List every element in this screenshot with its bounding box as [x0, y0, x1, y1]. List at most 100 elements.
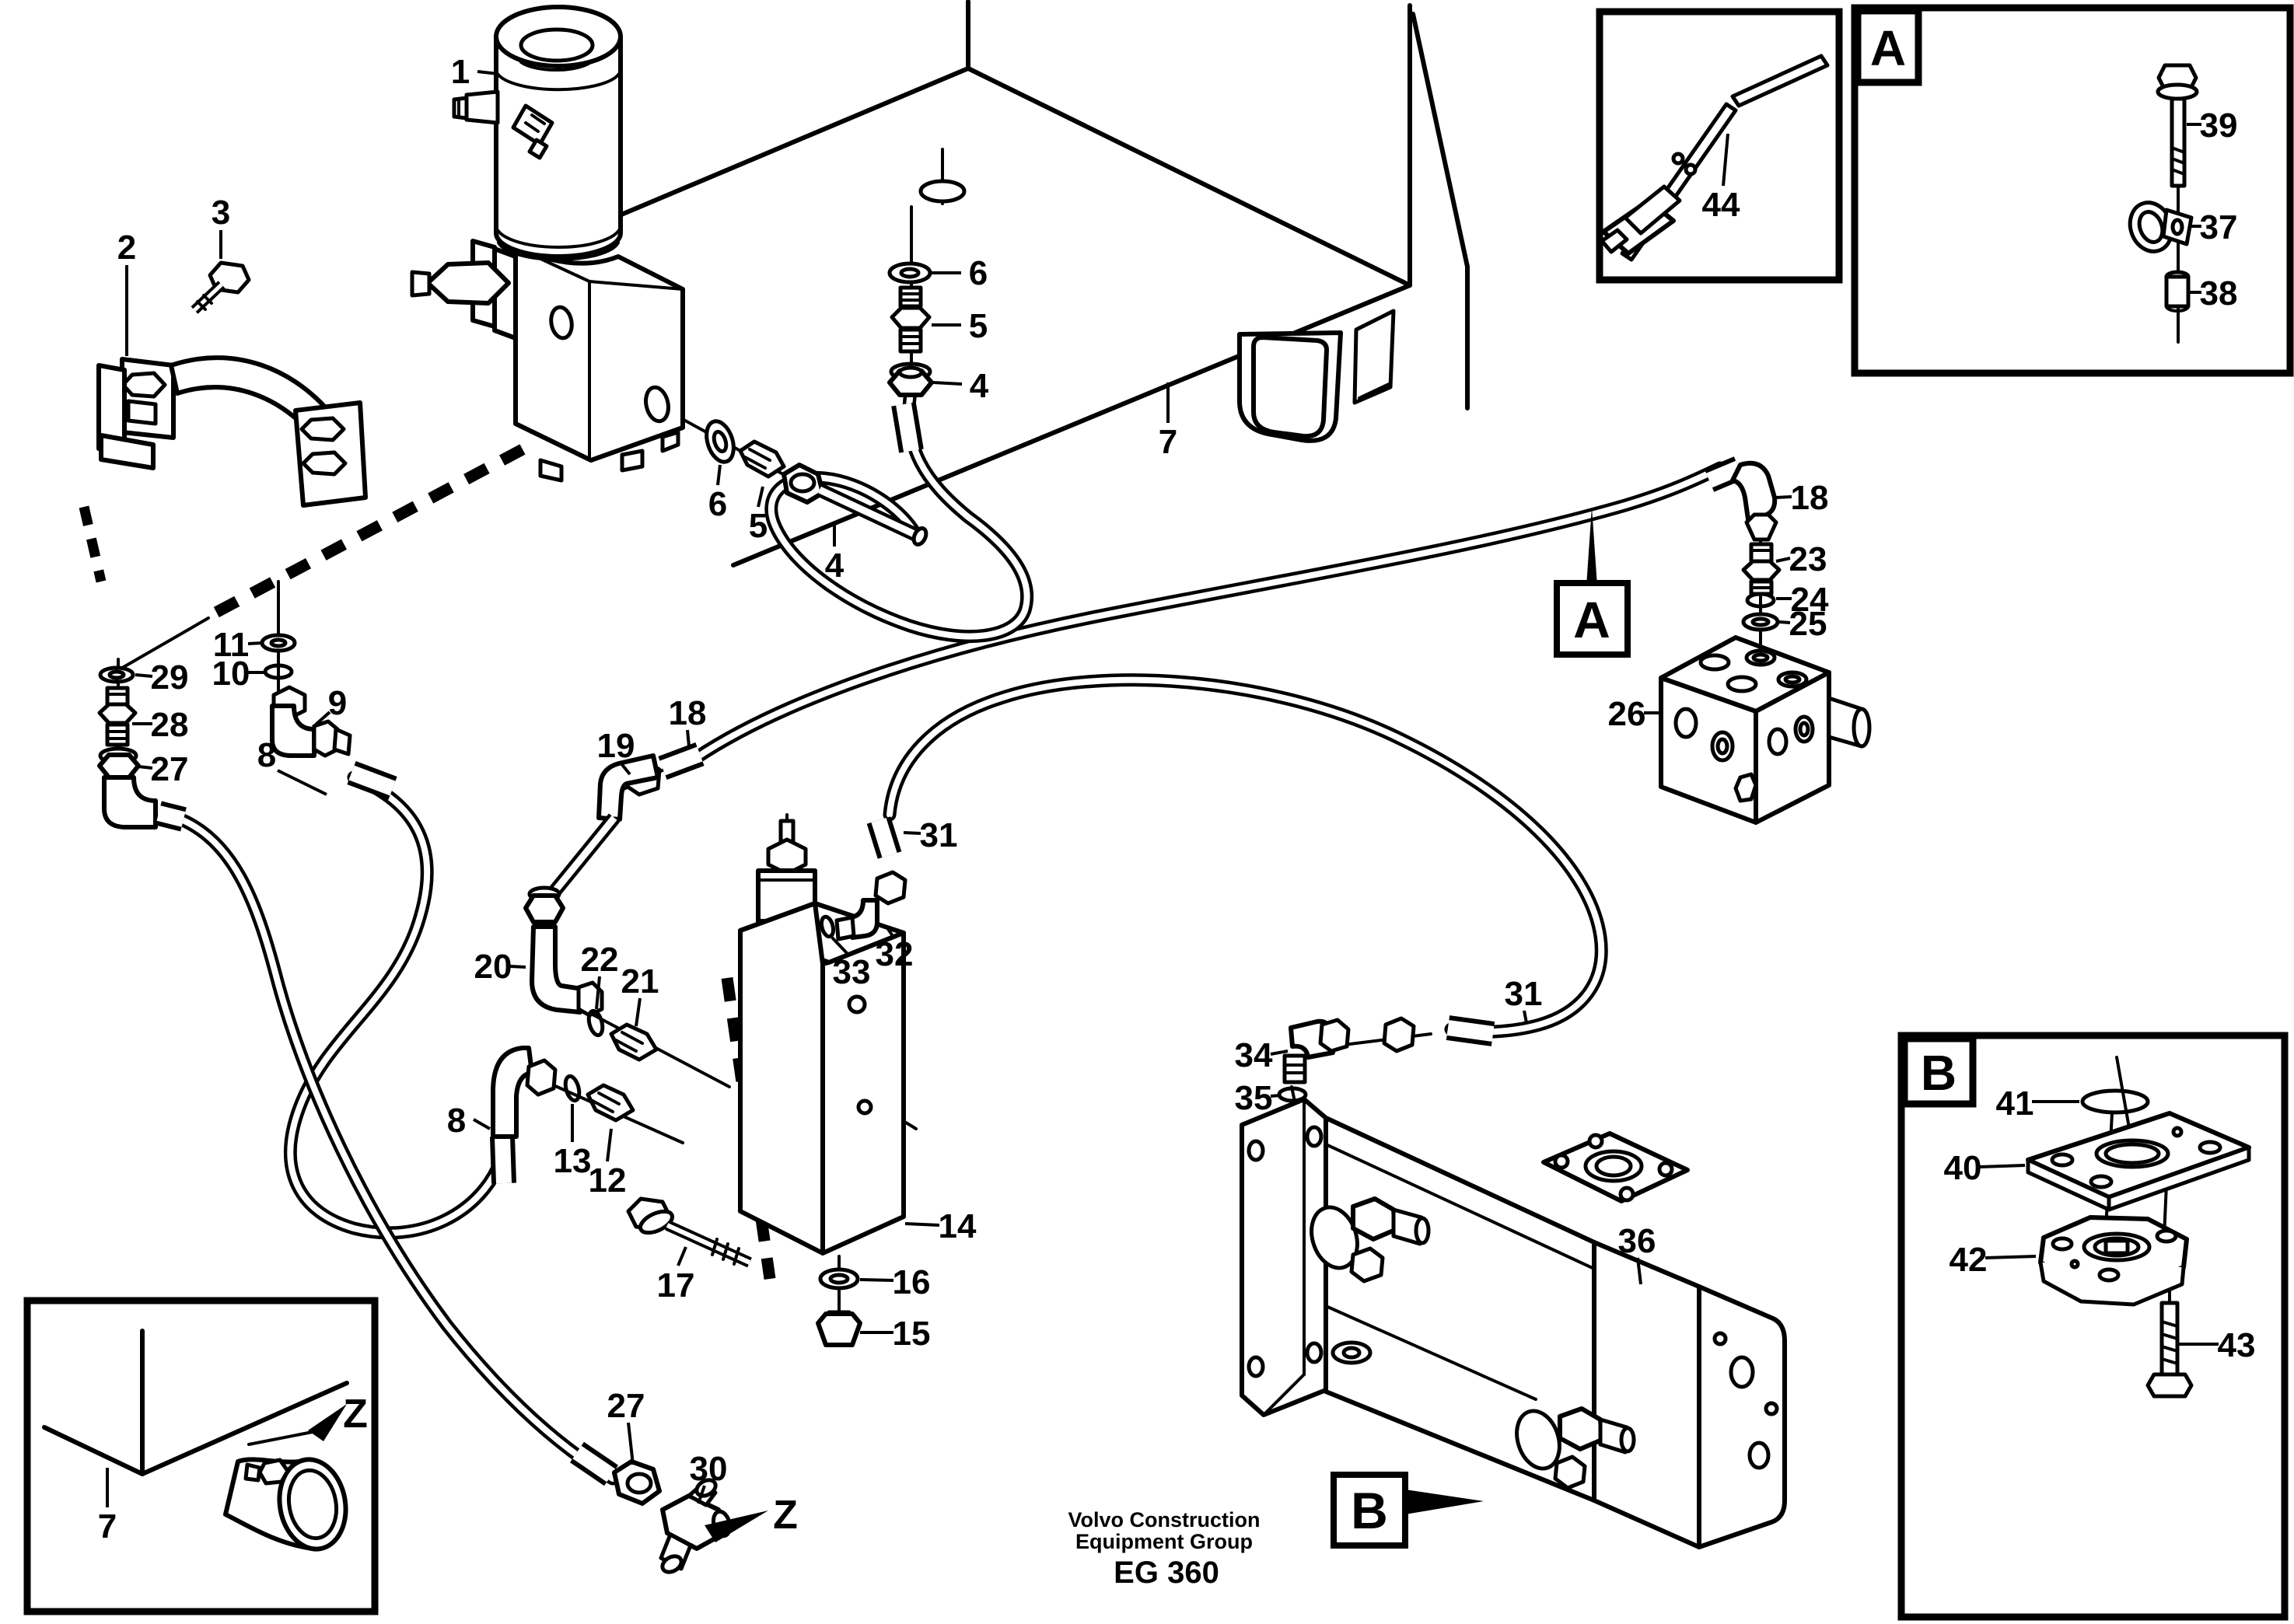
- callout-leader-34: [1270, 1049, 1289, 1056]
- washer-16: [818, 1267, 860, 1290]
- fitting-28: [97, 686, 138, 747]
- fitting-5-lower: [738, 439, 786, 479]
- callout-35: 35: [1235, 1079, 1273, 1117]
- bolt-17: [626, 1196, 752, 1268]
- callout-7: 7: [1159, 423, 1177, 461]
- callout-31: 31: [920, 816, 958, 854]
- pump-port-plugs-center: [1515, 1406, 1636, 1490]
- callout-leader-17: [677, 1246, 687, 1266]
- callout-16: 16: [893, 1263, 931, 1301]
- callout-22: 22: [581, 941, 619, 979]
- callout-36: 36: [1618, 1222, 1656, 1260]
- callout-12: 12: [589, 1161, 627, 1200]
- callout-leader-32: [885, 925, 894, 938]
- callout-leader-1: [477, 70, 498, 75]
- washer-11: [260, 633, 297, 653]
- nut-under-elbow18: [1744, 512, 1778, 542]
- callout-leader-27: [627, 1422, 635, 1465]
- housing-port-hole: [644, 385, 670, 424]
- elbow-9: [270, 685, 352, 758]
- callout-39: 39: [2200, 107, 2238, 145]
- callout-30: 30: [690, 1450, 728, 1488]
- spacer-38: [2164, 270, 2191, 313]
- nut-27-lower: [612, 1459, 662, 1506]
- callout-leader-21: [635, 997, 642, 1027]
- callout-34: 34: [1235, 1036, 1273, 1074]
- callout-leader-36: [1636, 1257, 1642, 1285]
- callout-44: 44: [1702, 186, 1740, 224]
- cylinder-housing: [513, 245, 685, 463]
- figure-code: EG 360: [1114, 1556, 1219, 1590]
- callout-11: 11: [213, 626, 250, 664]
- callout-4: 4: [825, 547, 845, 585]
- marker-a: A: [1554, 507, 1631, 658]
- o-ring-10: [263, 663, 294, 680]
- pump-end-cap: [1697, 1284, 1787, 1549]
- callout-leader-4: [932, 381, 963, 386]
- callout-18: 18: [669, 694, 707, 732]
- strap-inset-box: [1596, 8, 1843, 284]
- callout-38: 38: [2200, 274, 2238, 313]
- callout-leader-20: [509, 965, 526, 969]
- callout-leader-5: [757, 486, 764, 508]
- callout-40: 40: [1944, 1149, 1982, 1187]
- callout-leader-9: [314, 711, 331, 726]
- hidden-routing-dashed-lines: [79, 444, 776, 1280]
- callout-41: 41: [1996, 1084, 2034, 1123]
- elbow-27: [102, 775, 158, 829]
- callout-leader-23: [1775, 557, 1791, 563]
- z-view-cylinder: [223, 1457, 348, 1552]
- callout-leader-22: [595, 976, 601, 1010]
- callout-8: 8: [447, 1102, 466, 1140]
- z-view-inset: Z: [23, 1297, 379, 1615]
- elbow-32: [834, 870, 907, 941]
- callout-leader-30: [697, 1485, 706, 1504]
- callout-10: 10: [212, 655, 250, 693]
- callout-43: 43: [2218, 1326, 2256, 1364]
- callout-5: 5: [969, 307, 988, 345]
- fitting-chain-18-23-24-25: [1730, 460, 1782, 632]
- callout-leader-27: [138, 765, 153, 770]
- callout-leader-40: [1979, 1164, 2026, 1168]
- washer-6-lower: [705, 419, 736, 464]
- hose-4: [764, 386, 1034, 643]
- callout-7: 7: [98, 1507, 117, 1545]
- o-ring-33: [819, 914, 836, 939]
- detail-a-label: A: [1870, 20, 1906, 76]
- manifold-block: [1659, 635, 1872, 825]
- callout-1: 1: [451, 53, 470, 91]
- callout-leader-18: [686, 729, 691, 747]
- pump-rear-block: [1592, 1240, 1701, 1549]
- o-ring-22: [586, 1008, 605, 1038]
- callout-leader-25: [1778, 620, 1791, 624]
- callout-21: 21: [621, 962, 659, 1001]
- callout-leader-42: [1985, 1255, 2037, 1259]
- callout-23: 23: [1789, 540, 1827, 578]
- callout-leader-35: [1270, 1094, 1281, 1098]
- footer-text: Volvo Construction Equipment Group EG 36…: [1068, 1508, 1261, 1590]
- callout-28: 28: [151, 706, 189, 744]
- callout-5: 5: [749, 507, 768, 545]
- callout-27: 27: [607, 1387, 645, 1425]
- brand-line1: Volvo Construction: [1068, 1508, 1261, 1531]
- hose-18: [658, 456, 1744, 780]
- valve-front-face: [738, 901, 825, 1256]
- callout-15: 15: [893, 1315, 931, 1353]
- callout-25: 25: [1789, 605, 1827, 643]
- bolt-39: [2156, 63, 2199, 188]
- hoses: [170, 386, 1744, 1486]
- flange-screw: [191, 260, 251, 314]
- z-arrow-main: [705, 1510, 768, 1542]
- callout-2: 2: [117, 229, 136, 267]
- hose-31: [866, 673, 1608, 1046]
- elbow-8-nut: [525, 1058, 558, 1097]
- callout-leader-18: [1775, 495, 1792, 499]
- nut-15: [816, 1310, 862, 1347]
- callout-18: 18: [1791, 479, 1829, 517]
- detail-a-inset: A: [1851, 4, 2294, 377]
- callout-17: 17: [657, 1266, 695, 1304]
